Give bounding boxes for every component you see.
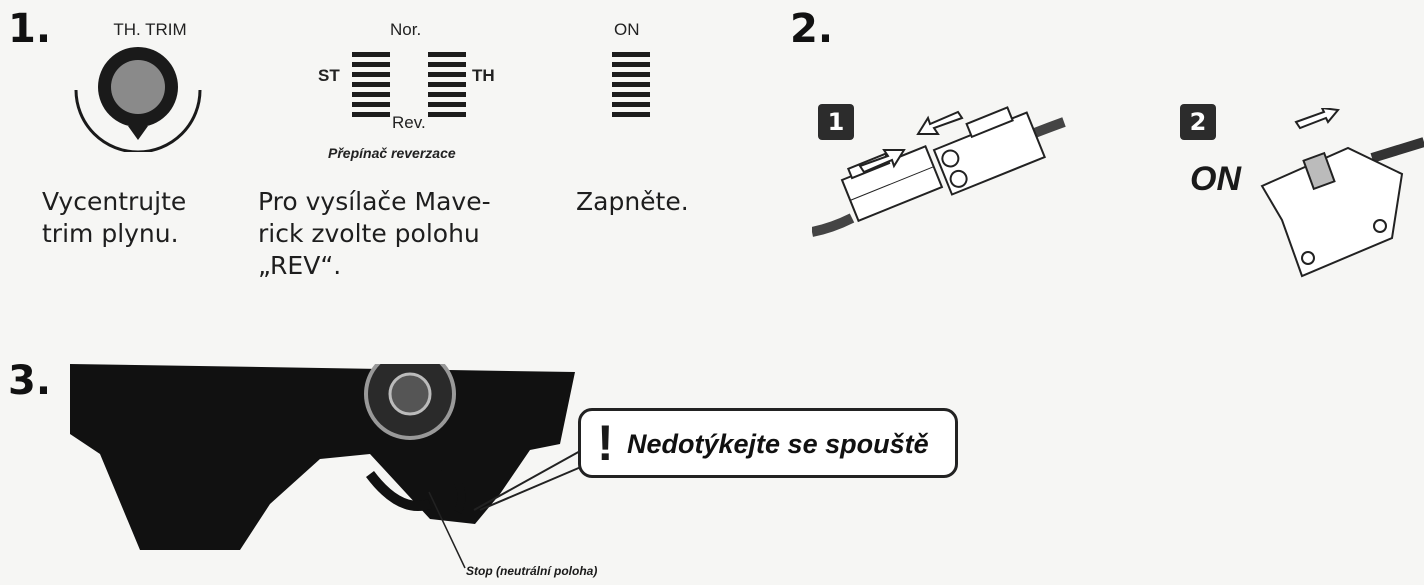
step-1-number: 1. <box>8 6 52 52</box>
warning-text: Nedotýkejte se spouště <box>627 429 929 459</box>
reverse-st-label: ST <box>318 66 340 85</box>
transmitter-trigger-photo <box>70 364 575 550</box>
trim-knob-illustration <box>74 47 202 152</box>
connector-illustration <box>812 106 1066 237</box>
reverse-nor-label: Nor. <box>390 20 422 39</box>
power-switch[interactable] <box>612 52 650 122</box>
reverse-rev-label: Rev. <box>392 113 426 132</box>
reverse-caption-line2: rick zvolte polohu <box>258 219 480 248</box>
step-2-on-label: ON <box>1190 160 1241 198</box>
power-on-label: ON <box>614 20 640 39</box>
stop-label: Stop (neutrální poloha) <box>466 564 598 578</box>
reverse-th-label: TH <box>472 66 495 85</box>
reverse-caption: Pro vysílače Mave- rick zvolte polohu „R… <box>258 186 491 282</box>
trim-caption-line2: trim plynu. <box>42 219 179 248</box>
trim-caption: Vycentrujte trim plynu. <box>42 186 186 250</box>
step-3-number: 3. <box>8 358 52 404</box>
reverse-switch-name: Přepínač reverzace <box>328 145 456 161</box>
power-caption: Zapněte. <box>576 187 689 216</box>
step-2-sub1-badge: 1 <box>818 104 854 140</box>
reverse-caption-line3: „REV“. <box>258 251 342 280</box>
stop-pointer-line <box>428 491 466 569</box>
trim-caption-line1: Vycentrujte <box>42 187 187 216</box>
warning-pointer <box>473 449 589 511</box>
step-2-number: 2. <box>790 6 834 52</box>
exclamation-icon: ! <box>597 415 614 471</box>
warning-callout: ! Nedotýkejte se spouště <box>578 408 958 478</box>
st-reverse-switch[interactable] <box>352 52 390 122</box>
receiver-switch-illustration <box>1260 108 1424 278</box>
th-reverse-switch[interactable] <box>428 52 466 122</box>
trim-label: TH. TRIM <box>113 20 187 39</box>
step-2-sub2-badge: 2 <box>1180 104 1216 140</box>
reverse-caption-line1: Pro vysílače Mave- <box>258 187 491 216</box>
